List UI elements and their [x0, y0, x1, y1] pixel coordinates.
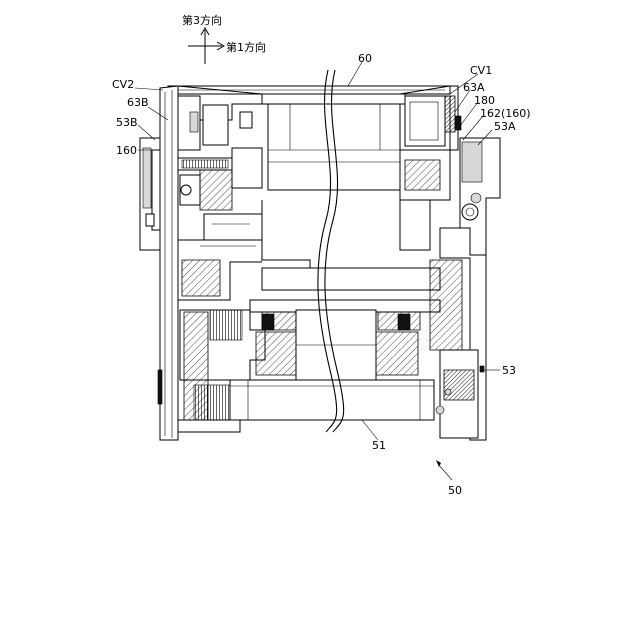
motor-unit-drawing: [140, 70, 500, 440]
label-160: 160: [116, 144, 137, 157]
bearing-ball-180: [462, 204, 478, 220]
spring-coil: [182, 160, 228, 168]
label-162: 162(160): [480, 107, 531, 120]
direction-indicator: 第3方向 第1方向: [182, 13, 266, 64]
label-63a: 63A: [463, 81, 485, 94]
label-cv1: CV1: [470, 64, 492, 77]
label-51: 51: [372, 439, 386, 452]
third-direction-label: 第3方向: [182, 13, 222, 27]
left-rotor-hub: [256, 332, 296, 375]
label-180: 180: [474, 94, 495, 107]
label-53a: 53A: [494, 120, 516, 133]
cover-63a: [445, 96, 455, 132]
label-53b: 53B: [116, 116, 138, 129]
left-housing-wall: [160, 86, 178, 440]
right-rotor-hub: [376, 332, 418, 375]
label-53: 53: [502, 364, 516, 377]
pinion-gear: [210, 310, 242, 340]
label-cv2: CV2: [112, 78, 134, 91]
first-direction-label: 第1方向: [226, 40, 266, 54]
label-63b: 63B: [127, 96, 149, 109]
label-50: 50: [448, 484, 462, 497]
label-60: 60: [358, 52, 372, 65]
